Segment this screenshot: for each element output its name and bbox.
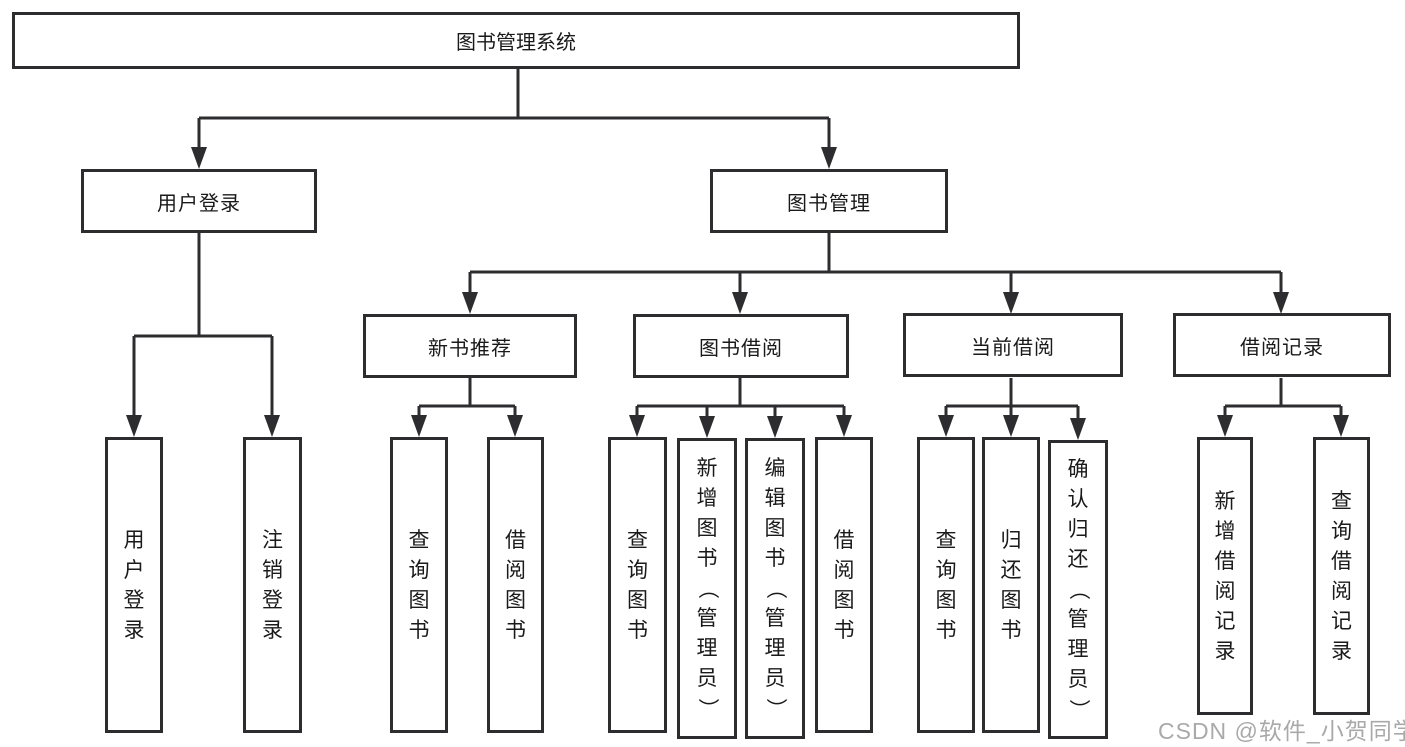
leaf-current-search-books-label: 查询图书 [935,528,957,642]
leaf-logout-login-label: 注销登录 [262,528,283,642]
leaf-borrow-add-books-admin: 新增图书（管理员） [677,438,737,739]
node-library-management-system: 图书管理系统 [12,12,1020,69]
leaf-current-confirm-return-admin-label: 确认归还（管理员） [1066,458,1090,720]
leaf-current-return-books: 归还图书 [982,437,1040,733]
node-book-management: 图书管理 [710,169,948,233]
node-borrowing-records: 借阅记录 [1173,313,1391,377]
node-new-book-recommendation: 新书推荐 [363,314,577,378]
leaf-records-add-record-label: 新增借阅记录 [1214,489,1236,663]
leaf-current-search-books: 查询图书 [917,437,975,733]
leaf-borrow-add-books-admin-label: 新增图书（管理员） [695,457,719,719]
leaf-recommend-borrow-books: 借阅图书 [487,437,544,733]
node-user-login: 用户登录 [81,169,317,233]
leaf-borrow-edit-books-admin: 编辑图书（管理员） [745,438,805,739]
watermark: CSDN @软件_小贺同学 [1158,718,1405,744]
leaf-logout-login: 注销登录 [243,437,302,733]
leaf-recommend-borrow-books-label: 借阅图书 [505,528,526,642]
leaf-borrow-search-books: 查询图书 [608,437,667,733]
leaf-records-search-record: 查询借阅记录 [1313,437,1370,715]
leaf-user-login-label: 用户登录 [123,528,145,642]
leaf-recommend-search-books-label: 查询图书 [408,528,430,642]
leaf-borrow-borrow-books-label: 借阅图书 [833,528,855,642]
leaf-records-add-record: 新增借阅记录 [1197,437,1253,715]
node-book-borrowing: 图书借阅 [633,314,849,378]
leaf-borrow-search-books-label: 查询图书 [627,528,648,642]
leaf-user-login: 用户登录 [105,437,163,733]
leaf-borrow-borrow-books: 借阅图书 [815,437,873,733]
leaf-current-return-books-label: 归还图书 [1000,528,1022,642]
leaf-current-confirm-return-admin: 确认归还（管理员） [1048,440,1108,739]
leaf-recommend-search-books: 查询图书 [390,437,448,733]
leaf-borrow-edit-books-admin-label: 编辑图书（管理员） [763,457,787,719]
leaf-records-search-record-label: 查询借阅记录 [1331,489,1352,663]
node-current-borrowing: 当前借阅 [903,313,1123,377]
